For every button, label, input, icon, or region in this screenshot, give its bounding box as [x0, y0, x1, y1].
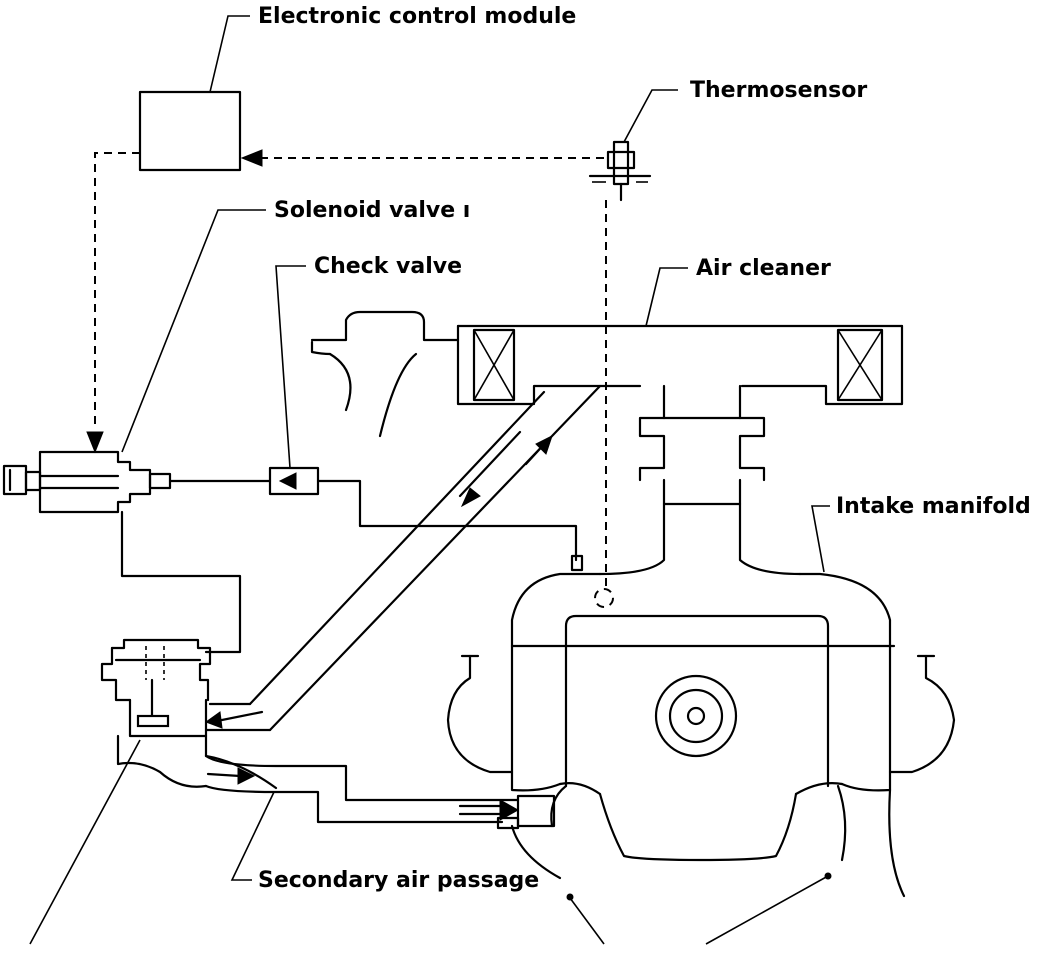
- label-air-cleaner: Air cleaner: [696, 256, 831, 281]
- check-valve-leader: [275, 265, 306, 469]
- air-feed-tube: [204, 384, 602, 732]
- label-solenoid-valve: Solenoid valve ı: [274, 198, 471, 223]
- thermo-probe-tip: [594, 588, 614, 608]
- secondary-air-passage: [204, 754, 556, 830]
- air-cleaner: [310, 310, 904, 438]
- carburetor: [598, 384, 802, 576]
- air-cleaner-leader: [645, 267, 688, 327]
- tube-check-manifold: [316, 479, 578, 562]
- tube-solenoid-diaphragm: [120, 510, 242, 654]
- manifold-port: [570, 554, 584, 572]
- label-secondary-air-passage: Secondary air passage: [258, 868, 540, 893]
- label-thermosensor: Thermosensor: [690, 78, 868, 103]
- valve-pointer-line: [29, 739, 141, 945]
- solenoid-valve: [2, 450, 172, 514]
- signal-arrow-solenoid: [86, 431, 104, 454]
- label-ecm: Electronic control module: [258, 4, 577, 29]
- engine-block: [446, 644, 956, 898]
- check-valve: [268, 466, 320, 496]
- thermosensor: [588, 140, 652, 202]
- signal-line-ecm-solenoid: [94, 152, 140, 430]
- label-intake-manifold: Intake manifold: [836, 494, 1031, 519]
- port-pointer-dot-right: [824, 872, 832, 880]
- port-pointer-line-right: [705, 875, 829, 945]
- ecm-leader: [209, 15, 250, 93]
- thermosensor-leader: [623, 89, 678, 143]
- port-pointer-dot-left: [566, 893, 574, 901]
- intake-manifold-leader: [811, 505, 830, 573]
- intake-manifold: [510, 572, 896, 648]
- label-check-valve: Check valve: [314, 254, 463, 279]
- signal-arrow-ecm: [240, 149, 263, 167]
- port-pointer-line-left: [569, 897, 605, 945]
- solenoid-leader: [121, 209, 266, 453]
- secondary-air-leader: [230, 791, 275, 881]
- ecm-box: [138, 90, 242, 172]
